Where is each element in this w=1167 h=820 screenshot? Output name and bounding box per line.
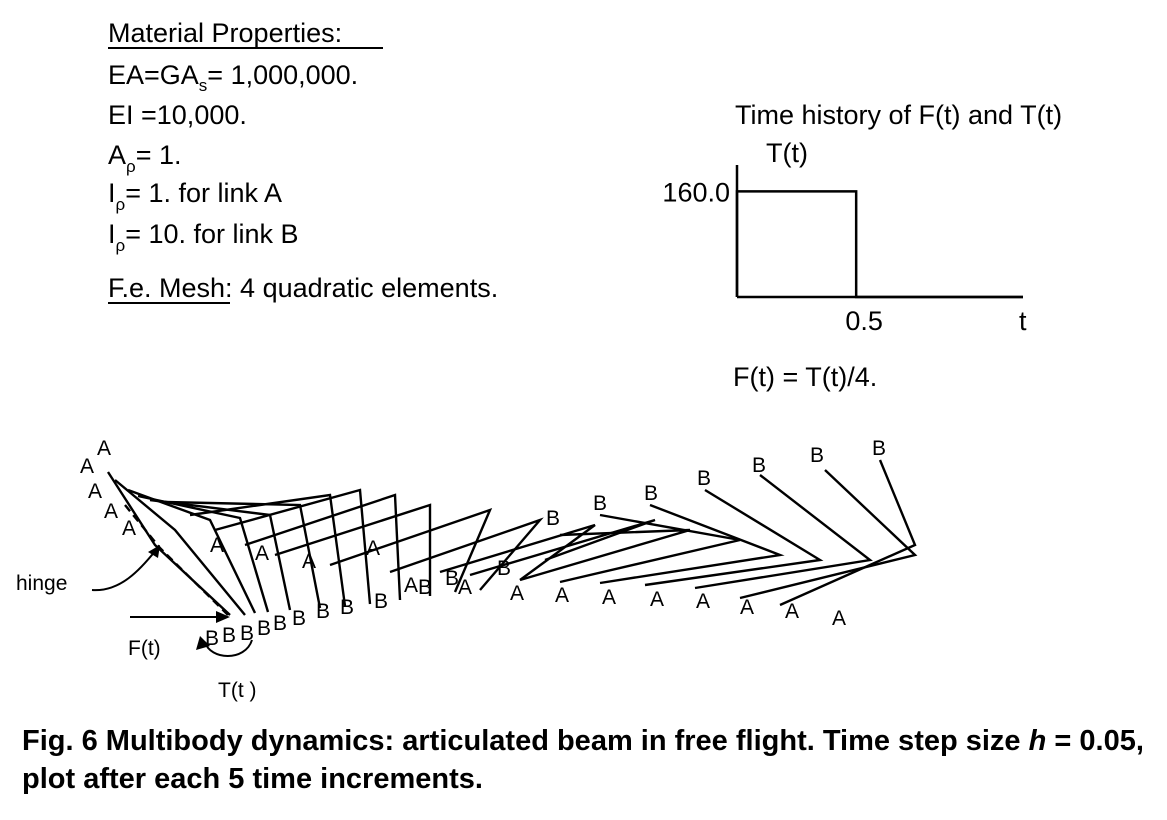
link-b-label: B	[697, 467, 711, 490]
ei-line: EI =10,000.	[108, 100, 247, 130]
initial-configuration-dashed	[124, 504, 229, 616]
beam-snapshot-lines	[106, 459, 918, 616]
link-b-label: B	[546, 507, 560, 530]
beam-snapshot-16	[559, 513, 741, 584]
hinge-label: hinge	[16, 572, 67, 595]
link-a-label: A	[785, 600, 799, 623]
link-b-label: B	[872, 437, 886, 460]
link-a-label: A	[302, 550, 316, 573]
ea-line: EA=GAs= 1,000,000.	[108, 60, 358, 95]
link-a-label: A	[80, 455, 94, 478]
material-properties: Material Properties: EA=GAs= 1,000,000. …	[108, 18, 498, 304]
time-history-title: Time history of F(t) and T(t)	[735, 100, 1062, 130]
link-b-label: B	[644, 482, 658, 505]
link-b-label: B	[593, 492, 607, 515]
link-a-label: A	[650, 588, 664, 611]
link-b-label: B	[374, 590, 388, 613]
beam-snapshot-10	[274, 503, 432, 596]
force-arrowhead	[216, 611, 230, 623]
beam-snapshot-7	[189, 493, 347, 607]
ytick-label: 160.0	[662, 177, 730, 207]
torque-label: T(t )	[218, 679, 256, 702]
figure-caption: Fig. 6 Multibody dynamics: articulated b…	[22, 725, 1144, 795]
beam-snapshot-19	[694, 474, 873, 590]
link-a-label: A	[255, 542, 269, 565]
time-history-plot: Time history of F(t) and T(t) T(t) 160.0…	[662, 100, 1062, 392]
link-b-label: B	[810, 444, 824, 467]
hinge-pointer	[91, 549, 157, 592]
force-relation: F(t) = T(t)/4.	[733, 362, 877, 392]
link-a-label: A	[696, 590, 710, 613]
beam-snapshot-8	[214, 488, 372, 605]
link-a-label: A	[88, 480, 102, 503]
link-b-label: B	[497, 557, 511, 580]
link-b-label: B	[222, 624, 236, 647]
mesh-line: F.e. Mesh: 4 quadratic elements.	[108, 273, 498, 303]
pulse-series-line	[735, 190, 1023, 299]
arho-line: Aρ= 1.	[108, 140, 181, 176]
link-a-label: A	[555, 584, 569, 607]
link-b-label: B	[340, 596, 354, 619]
link-a-label: A	[366, 537, 380, 560]
link-b-label: B	[292, 607, 306, 630]
link-a-label: A	[97, 437, 111, 460]
beam-snapshot-20	[739, 469, 918, 600]
link-a-label: A	[602, 586, 616, 609]
link-b-label: B	[240, 622, 254, 645]
link-b-label: B	[418, 576, 432, 599]
xtick-label: 0.5	[845, 306, 883, 336]
link-a-label: A	[740, 596, 754, 619]
beam-snapshot-6	[164, 500, 322, 609]
link-b-label: B	[205, 627, 219, 650]
link-b-label: B	[752, 454, 766, 477]
beam-snapshot-9	[244, 493, 402, 601]
beam-snapshot-13	[439, 523, 596, 581]
material-heading: Material Properties:	[108, 18, 342, 48]
link-a-label: A	[104, 500, 118, 523]
link-a-label: A	[832, 607, 846, 630]
link-a-label: A	[404, 574, 418, 597]
beam-snapshot-18	[644, 488, 824, 587]
link-b-label: B	[316, 600, 330, 623]
x-axis-label: t	[1019, 306, 1027, 336]
link-a-label: A	[210, 534, 224, 557]
t-axis-label: T(t)	[766, 138, 808, 168]
link-b-label: B	[257, 617, 271, 640]
link-b-label: B	[273, 612, 287, 635]
hinge-arrowhead	[148, 545, 160, 558]
beam-snapshot-17	[599, 503, 785, 585]
link-a-label: A	[122, 517, 136, 540]
beam-snapshot-14	[469, 518, 656, 577]
irho-b-line: Iρ= 10. for link B	[108, 219, 299, 255]
irho-a-line: Iρ= 1. for link A	[108, 178, 282, 214]
link-b-label: B	[445, 567, 459, 590]
force-label: F(t)	[128, 637, 161, 660]
beam-snapshot-21	[779, 459, 917, 607]
link-a-label: A	[510, 582, 524, 605]
link-a-label: A	[458, 576, 472, 599]
beam-snapshot-2	[114, 479, 246, 616]
torque-arrowhead	[196, 636, 210, 650]
